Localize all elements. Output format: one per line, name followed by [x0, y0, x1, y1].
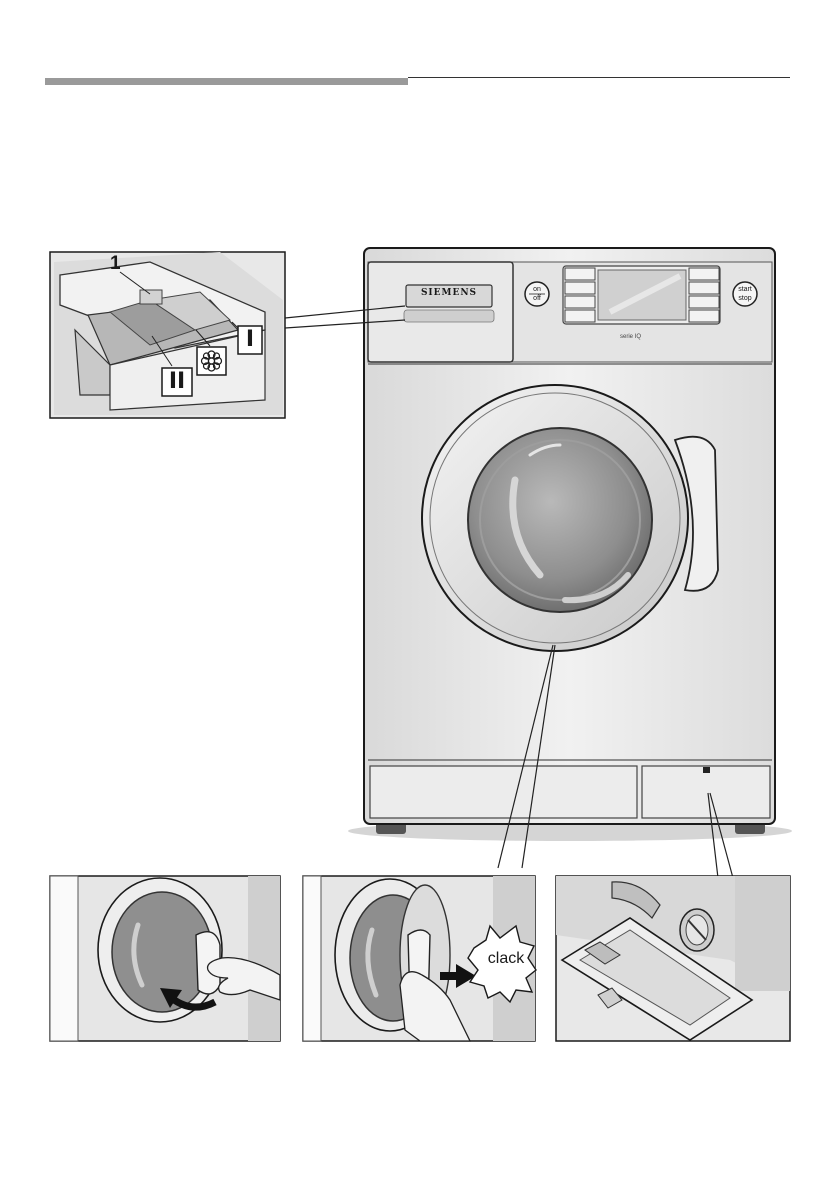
clack-sound-label: clack — [478, 950, 534, 968]
main-wash-label: I — [238, 326, 262, 354]
step-open-door — [50, 876, 280, 1041]
callout-number: 1 — [110, 253, 121, 275]
stop-label: stop — [733, 294, 757, 303]
washing-machine — [348, 248, 792, 841]
step-pump-cover — [556, 876, 790, 1041]
power-button-label: on off — [525, 285, 549, 303]
series-label: serie IQ — [620, 334, 641, 340]
brand-logo: SIEMENS — [406, 288, 492, 298]
power-label-off: off — [525, 294, 549, 303]
prewash-label: II — [162, 368, 192, 396]
start-label: start — [733, 285, 757, 294]
power-label-on: on — [525, 285, 549, 294]
pump-cover[interactable] — [642, 766, 770, 818]
softener-compartment-label — [197, 347, 226, 375]
start-button-label: start stop — [733, 285, 757, 303]
